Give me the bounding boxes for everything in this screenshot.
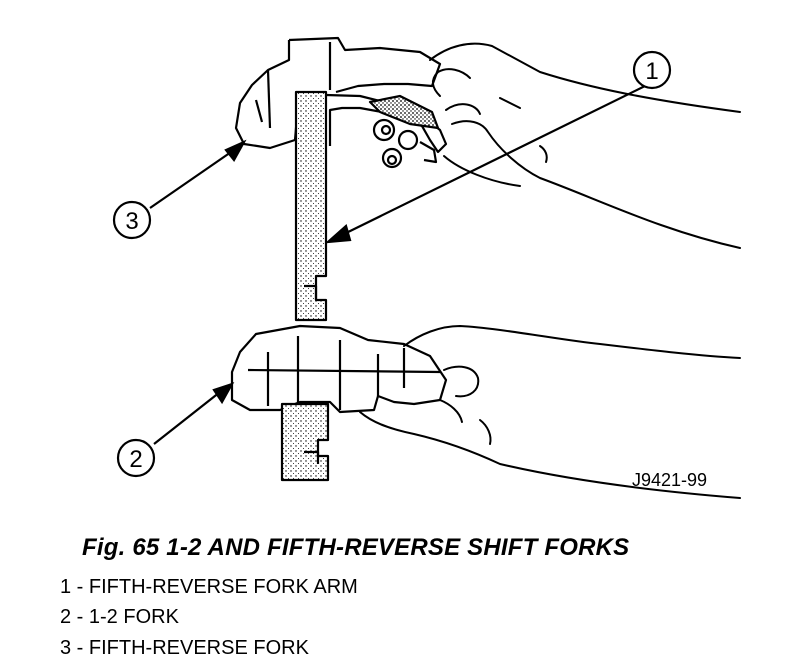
svg-text:3: 3 <box>125 208 138 235</box>
one-two-fork <box>230 324 448 482</box>
svg-text:1: 1 <box>645 58 658 85</box>
fifth-reverse-fork-arm <box>294 90 328 322</box>
callout-2: 2 <box>116 438 156 478</box>
hand-holding-upper-fork <box>429 42 741 249</box>
legend-item: 3 - FIFTH-REVERSE FORK <box>60 637 309 659</box>
callout-1: 1 <box>632 50 672 90</box>
callout-3: 3 <box>112 200 152 240</box>
legend-item: 1 - FIFTH-REVERSE FORK ARM <box>60 576 358 598</box>
fifth-reverse-fork <box>234 36 448 169</box>
svg-text:2: 2 <box>129 446 142 473</box>
leader-lines <box>149 85 646 445</box>
figure-id: J9421-99 <box>632 470 708 490</box>
figure-caption: Fig. 65 1-2 AND FIFTH-REVERSE SHIFT FORK… <box>82 534 630 561</box>
legend-item: 2 - 1-2 FORK <box>60 606 179 628</box>
hand-holding-lower-fork <box>359 325 741 499</box>
